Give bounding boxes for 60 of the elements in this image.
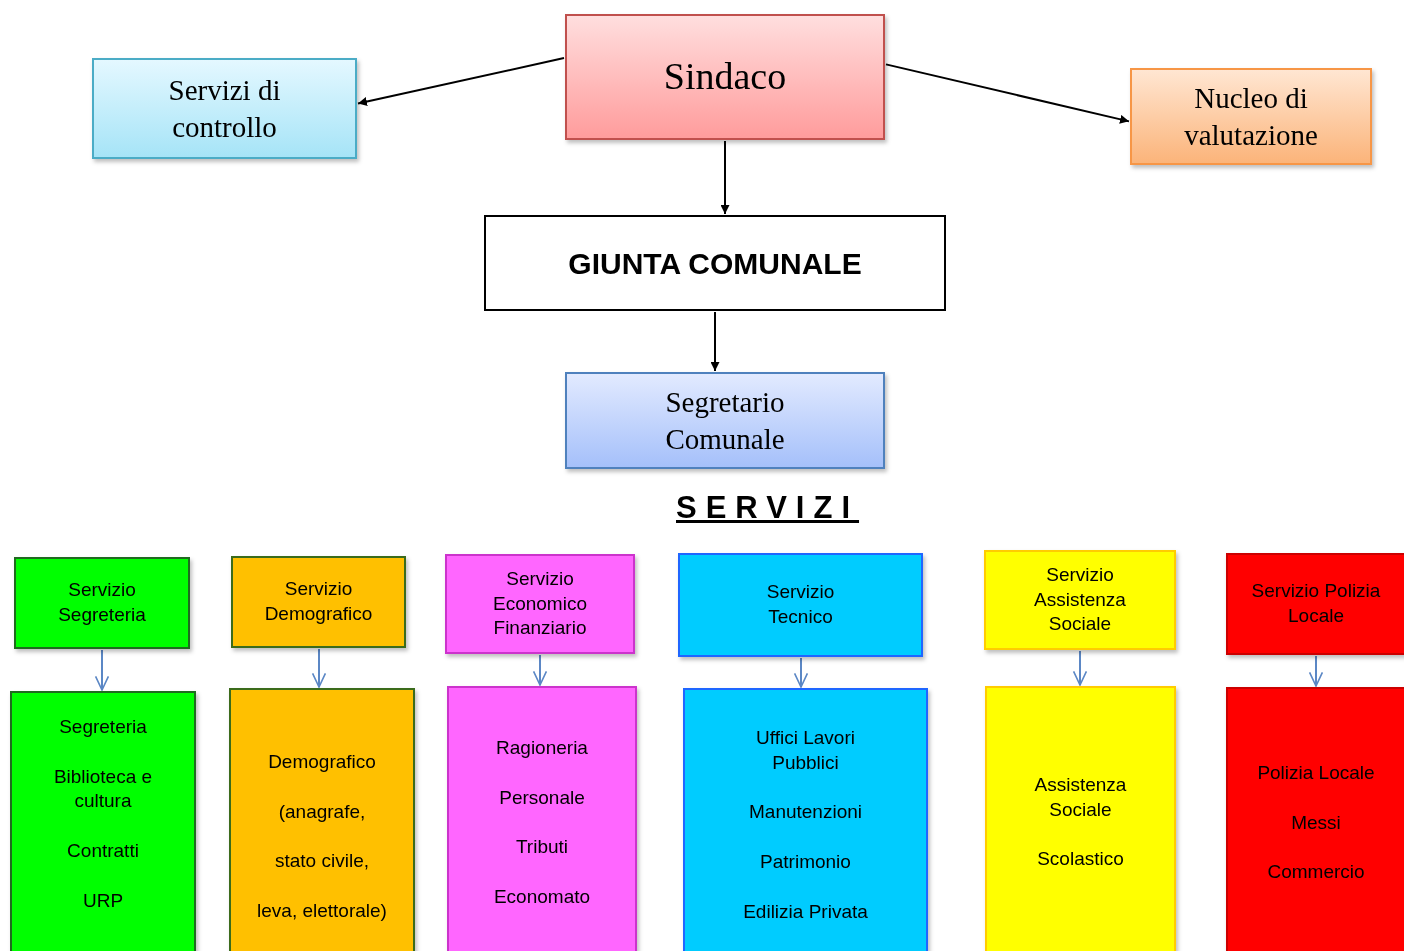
arrow <box>1072 650 1088 686</box>
arrow <box>793 657 809 688</box>
box-label: Nucleo di valutazione <box>1183 81 1319 153</box>
org-box <box>1130 68 1372 165</box>
arrow <box>532 654 548 686</box>
box-label: Segretario Comunale <box>664 385 786 457</box>
org-box <box>484 215 946 311</box>
box-label: Biblioteca e cultura <box>52 764 154 814</box>
service-box <box>984 550 1176 650</box>
arrow <box>94 649 110 691</box>
unit-box <box>683 688 928 951</box>
unit-box <box>447 686 637 951</box>
service-box <box>231 556 406 648</box>
box-label: Servizio Economico Finanziario <box>492 566 588 641</box>
box-label: Personale <box>499 785 585 810</box>
org-box <box>565 14 885 140</box>
unit-box <box>1226 687 1404 951</box>
box-label: Polizia Locale <box>1257 761 1375 785</box>
box-label: Servizio Polizia Locale <box>1251 579 1381 628</box>
box-label: Ragioneria <box>496 736 588 760</box>
box-label: Uffici Lavori Pubblici <box>755 726 856 775</box>
box-label: (anagrafe, <box>278 799 366 824</box>
box-label: Servizio Tecnico <box>765 580 836 629</box>
box-label: Manutenzioni <box>749 800 862 825</box>
box-label: Commercio <box>1267 860 1365 885</box>
arrow <box>720 140 730 215</box>
box-label: Scolastico <box>1037 847 1124 872</box>
arrow <box>710 311 720 372</box>
org-box <box>92 58 357 159</box>
box-label: leva, elettorale) <box>257 899 387 924</box>
box-label: Economato <box>493 885 591 910</box>
box-label: Servizi di controllo <box>167 73 282 145</box>
box-label: stato civile, <box>275 849 369 874</box>
arrow <box>357 57 565 106</box>
box-label: Edilizia Privata <box>743 899 868 924</box>
section-heading: SERVIZI <box>676 490 860 526</box>
arrow <box>885 63 1130 124</box>
box-label: Assistenza Sociale <box>1033 773 1128 822</box>
box-label: Messi <box>1291 810 1341 835</box>
service-box <box>678 553 923 657</box>
unit-box <box>985 686 1176 951</box>
org-box <box>565 372 885 469</box>
service-box <box>445 554 635 654</box>
box-label: Demografico <box>268 750 376 774</box>
unit-box <box>10 691 196 951</box>
box-label: URP <box>82 888 124 913</box>
box-label: Contratti <box>67 839 139 864</box>
box-label: Servizio Demografico <box>263 577 374 626</box>
box-label: Tributi <box>515 835 569 860</box>
service-box <box>14 557 190 649</box>
box-label: Servizio Assistenza Sociale <box>1033 562 1127 637</box>
arrow <box>311 648 327 688</box>
unit-box <box>229 688 415 951</box>
box-label: Sindaco <box>663 54 787 100</box>
box-label: GIUNTA COMUNALE <box>568 245 862 282</box>
box-label: Segreteria <box>59 715 147 739</box>
service-box <box>1226 553 1404 655</box>
arrow <box>1308 655 1324 687</box>
box-label: Servizio Segreteria <box>57 578 147 627</box>
box-label: Patrimonio <box>760 850 851 875</box>
